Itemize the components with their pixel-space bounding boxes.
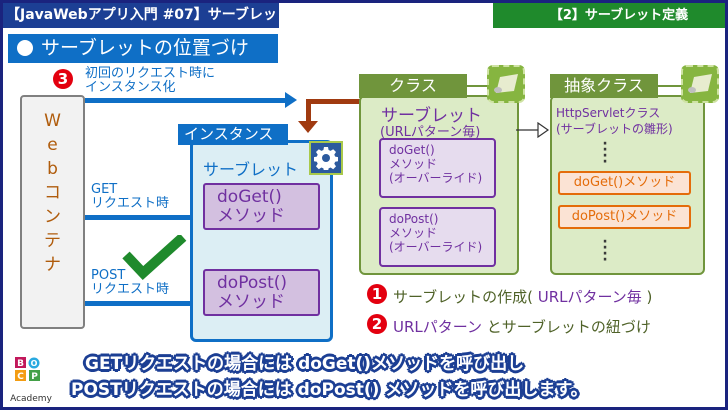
- summary-line-1: GETリクエストの場合には doGet()メソッドを呼び出し: [85, 354, 525, 374]
- scroll-icon: [494, 74, 518, 93]
- step-1-text-a: サーブレットの作成(: [393, 288, 533, 306]
- class-tab-line: [467, 85, 491, 87]
- class-title: サーブレット: [381, 106, 482, 126]
- method-name: doPost(): [217, 273, 288, 293]
- post-request-line2: リクエスト時: [91, 282, 170, 297]
- method-label: メソッド: [389, 157, 438, 171]
- summary-line-2: POSTリクエストの場合には doPost() メソッドを呼び出します。: [71, 380, 588, 400]
- class-dopost-method: doPost() メソッド (オーバーライド): [379, 207, 496, 267]
- web-container-char: ナ: [44, 255, 61, 275]
- logo-letter-o: O: [31, 359, 38, 368]
- class-to-instance-arrow-v: [306, 103, 311, 125]
- abstract-tab-line: [658, 85, 684, 87]
- class-tab: クラス: [359, 74, 467, 98]
- abstract-class-subtitle: (サーブレットの雛形): [556, 122, 673, 136]
- web-container-char: コ: [44, 183, 61, 203]
- step-2-badge: 2: [367, 314, 387, 334]
- abstract-class-title: HttpServletクラス: [556, 106, 661, 120]
- post-arrow-line: [85, 301, 205, 306]
- gear-icon-box: [309, 141, 343, 175]
- method-name: doGet(): [389, 143, 435, 157]
- get-request-line1: GET: [91, 182, 118, 197]
- step-1-text-c: ): [646, 288, 653, 306]
- logo-letter-b: B: [17, 359, 24, 369]
- instance-title: サーブレット: [203, 160, 299, 179]
- heading-text: サーブレットの位置づけ: [41, 37, 249, 59]
- web-container: W e b コ ン テ ナ: [20, 95, 85, 329]
- class-subtitle: (URLパターン毎): [380, 125, 481, 140]
- web-container-char: テ: [44, 231, 61, 251]
- section-title: 【2】サーブレット定義: [493, 3, 725, 28]
- class-to-instance-arrow-head: [298, 121, 318, 133]
- get-arrow-line: [85, 215, 205, 220]
- step-1-text: サーブレットの作成( URLパターン毎 ): [393, 286, 652, 307]
- instance-dopost-method: doPost() メソッド: [203, 269, 320, 316]
- post-request-line1: POST: [91, 268, 126, 283]
- class-to-instance-arrow-h: [306, 99, 364, 104]
- logo-name: Academy: [10, 394, 52, 404]
- bocp-academy-logo: B O C P: [15, 357, 40, 382]
- abstract-class-tab: 抽象クラス: [550, 74, 658, 98]
- step-2-text: URLパターン とサーブレットの紐づけ: [393, 316, 651, 337]
- gear-icon: [314, 147, 338, 170]
- instantiate-arrow-line: [85, 98, 285, 103]
- web-container-char: W: [44, 111, 61, 131]
- logo-letter-p: P: [31, 372, 38, 382]
- instantiate-arrow-head: [285, 92, 297, 108]
- logo-letter-c: C: [17, 372, 24, 382]
- inheritance-arrow: [516, 122, 550, 138]
- get-request-line2: リクエスト時: [91, 196, 170, 211]
- step-3-line2: インスタンス化: [85, 80, 176, 95]
- method-name: doGet(): [217, 187, 282, 207]
- method-note: (オーバーライド): [389, 240, 483, 254]
- scroll-icon: [688, 74, 712, 93]
- slide: 【JavaWebアプリ入門 #07】サーブレット 【2】サーブレット定義 サーブ…: [3, 3, 725, 407]
- method-note: (オーバーライド): [389, 171, 483, 185]
- method-name: doPost(): [389, 212, 439, 226]
- web-container-char: e: [47, 135, 58, 155]
- abstract-scroll-icon-box: [681, 65, 719, 103]
- step-1-text-b: URLパターン毎: [537, 288, 642, 306]
- method-label: メソッド: [389, 226, 438, 240]
- step-3-line1: 初回のリクエスト時に: [85, 66, 216, 81]
- abstract-dopost-method: doPost()メソッド: [558, 205, 691, 229]
- step-1-badge: 1: [367, 284, 387, 304]
- web-container-char: ン: [44, 207, 61, 227]
- abstract-doget-method: doGet()メソッド: [558, 171, 691, 195]
- series-title: 【JavaWebアプリ入門 #07】サーブレット: [3, 3, 291, 28]
- method-label: メソッド: [217, 292, 285, 312]
- checkmark-icon: [122, 235, 187, 280]
- step-2-text-a: URLパターン: [393, 318, 483, 336]
- web-container-char: b: [47, 159, 58, 179]
- ellipsis-bottom: ····: [602, 234, 608, 268]
- instance-doget-method: doGet() メソッド: [203, 183, 320, 230]
- method-label: メソッド: [217, 206, 285, 226]
- step-2-text-b: とサーブレットの紐づけ: [486, 318, 651, 336]
- class-scroll-icon-box: [487, 65, 525, 103]
- slide-heading: サーブレットの位置づけ: [8, 34, 278, 63]
- ellipsis-top: ····: [602, 136, 608, 170]
- step-3-badge: 3: [53, 69, 73, 89]
- instance-tab: インスタンス: [178, 124, 288, 145]
- bullet-icon: [17, 40, 33, 56]
- class-doget-method: doGet() メソッド (オーバーライド): [379, 138, 496, 198]
